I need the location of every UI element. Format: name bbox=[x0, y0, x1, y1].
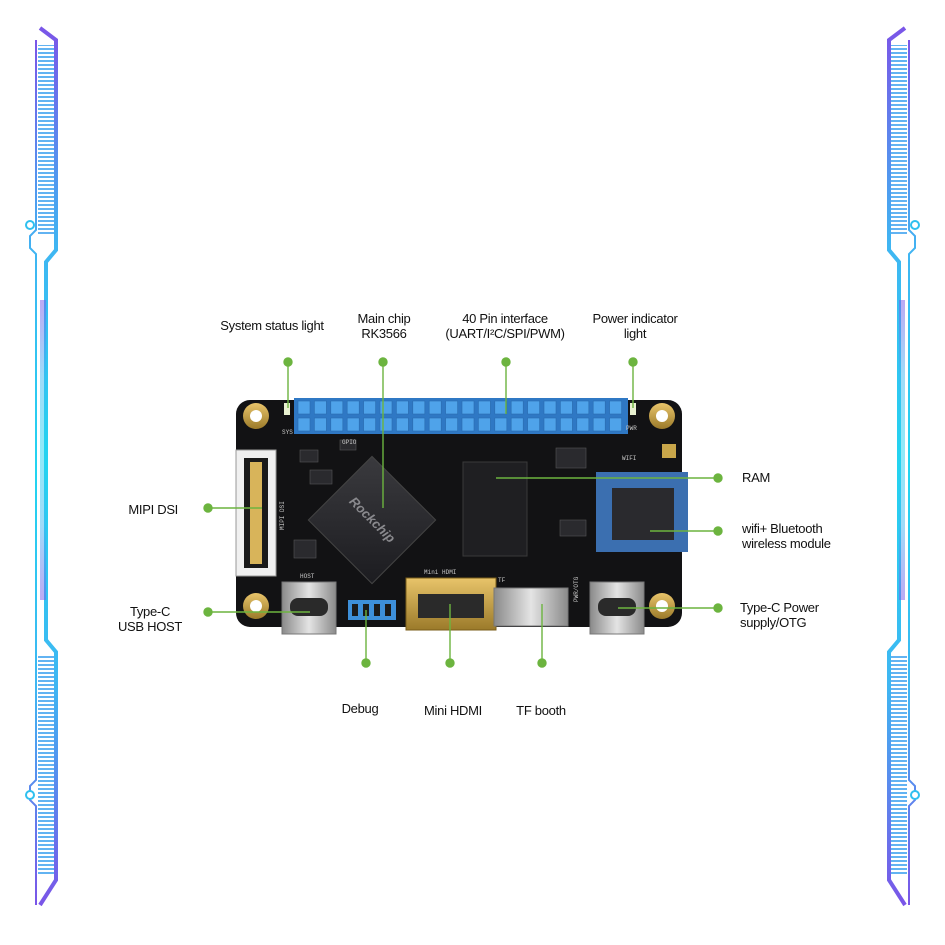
callout-system-status bbox=[283, 357, 293, 408]
header-pin bbox=[346, 417, 360, 432]
silk-pwr-otg: PWR/OTG bbox=[573, 576, 580, 602]
header-pin bbox=[461, 400, 475, 415]
left-frame-decoration bbox=[25, 26, 58, 907]
callout-40pin bbox=[501, 357, 511, 414]
board: Rockchip bbox=[235, 398, 688, 635]
header-pin bbox=[445, 400, 458, 415]
header-pin bbox=[314, 400, 327, 415]
header-pin bbox=[379, 417, 393, 432]
silk-pwr: PWR bbox=[626, 425, 637, 432]
header-pin bbox=[396, 400, 409, 415]
callout-type-c-host bbox=[203, 607, 310, 617]
header-pin bbox=[379, 400, 393, 415]
callout-type-c-power bbox=[618, 603, 723, 613]
header-pin bbox=[330, 400, 344, 415]
label-40-pin-interface: 40 Pin interface (UART/I²C/SPI/PWM) bbox=[445, 311, 565, 341]
silk-tf: TF bbox=[498, 577, 506, 584]
header-pin bbox=[576, 400, 590, 415]
header-pin bbox=[592, 417, 606, 432]
header-pin bbox=[494, 400, 508, 415]
label-mini-hdmi: Mini HDMI bbox=[424, 703, 482, 718]
label-type-c-power: Type-C Power supply/OTG bbox=[740, 600, 819, 630]
callout-wifi bbox=[650, 526, 723, 536]
header-pin bbox=[494, 417, 508, 432]
label-ram: RAM bbox=[742, 470, 770, 485]
callout-tf bbox=[537, 604, 547, 668]
header-pin bbox=[560, 417, 573, 432]
callout-main-chip bbox=[378, 357, 388, 508]
gpio-header bbox=[294, 398, 628, 434]
main-chip: Rockchip bbox=[307, 455, 437, 585]
header-pin bbox=[346, 400, 360, 415]
ram-chip bbox=[462, 461, 528, 557]
header-pin bbox=[363, 417, 376, 432]
header-pin bbox=[609, 417, 622, 432]
header-pin bbox=[428, 417, 442, 432]
header-pin bbox=[527, 417, 540, 432]
callouts bbox=[203, 357, 723, 668]
callout-mipi bbox=[203, 503, 262, 513]
callout-ram bbox=[496, 473, 723, 483]
header-pin bbox=[297, 400, 311, 415]
sys-led bbox=[284, 403, 290, 415]
mini-hdmi-port bbox=[405, 577, 497, 631]
silk-wifi: WIFI bbox=[622, 455, 636, 462]
label-type-c-usb-host: Type-C USB HOST bbox=[117, 604, 183, 634]
header-pin bbox=[576, 417, 590, 432]
header-pin bbox=[527, 400, 540, 415]
header-pin bbox=[543, 417, 557, 432]
label-mipi-dsi: MIPI DSI bbox=[128, 502, 178, 517]
header-pin bbox=[609, 400, 622, 415]
silk-host: HOST bbox=[300, 573, 315, 580]
label-wifi-bluetooth: wifi+ Bluetooth wireless module bbox=[742, 521, 831, 551]
header-pin bbox=[510, 400, 524, 415]
header-pin bbox=[543, 400, 557, 415]
mipi-dsi-connector bbox=[235, 449, 277, 577]
header-pin bbox=[560, 400, 573, 415]
pwr-led bbox=[630, 403, 636, 415]
label-main-chip: Main chip RK3566 bbox=[357, 311, 411, 341]
silk-mini-hdmi: Mini HDMI bbox=[424, 569, 456, 576]
tf-slot bbox=[493, 587, 569, 627]
label-power-indicator-light: Power indicator light bbox=[592, 311, 678, 341]
callout-power-led bbox=[628, 357, 638, 408]
callout-mini-hdmi bbox=[445, 604, 455, 668]
header-pin bbox=[297, 417, 311, 432]
header-pin bbox=[396, 417, 409, 432]
debug-header bbox=[348, 600, 396, 620]
callout-debug bbox=[361, 610, 371, 668]
header-pin bbox=[478, 400, 491, 415]
header-pin bbox=[461, 417, 475, 432]
header-pin bbox=[330, 417, 344, 432]
label-system-status-light: System status light bbox=[220, 318, 324, 333]
type-c-host-port bbox=[281, 581, 337, 635]
header-pin bbox=[592, 400, 606, 415]
header-pin bbox=[478, 417, 491, 432]
silk-gpio: GPIO bbox=[342, 439, 357, 446]
header-pin bbox=[314, 417, 327, 432]
right-frame-decoration bbox=[887, 26, 920, 907]
header-pin bbox=[428, 400, 442, 415]
silk-mipi-dsi: MIPI DSI bbox=[279, 501, 286, 530]
header-pin bbox=[445, 417, 458, 432]
silk-sys: SYS bbox=[282, 429, 293, 436]
label-debug: Debug bbox=[341, 701, 379, 716]
label-tf-booth: TF booth bbox=[516, 703, 566, 718]
header-pin bbox=[412, 400, 426, 415]
header-pin bbox=[363, 400, 376, 415]
header-pin bbox=[412, 417, 426, 432]
header-pin bbox=[510, 417, 524, 432]
